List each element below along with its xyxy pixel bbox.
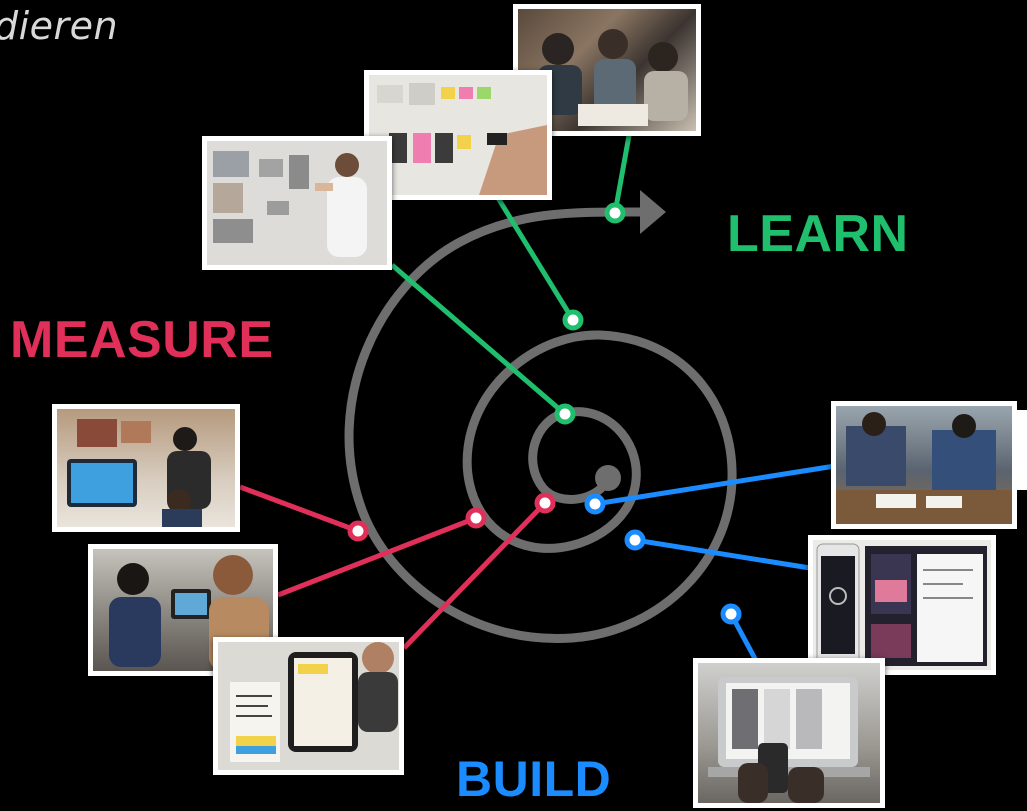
whiteboard-presenter-icon	[207, 141, 387, 265]
measure-photo-tablet-test	[88, 544, 278, 676]
build-photo-app-mockup	[808, 535, 996, 675]
offscreen-photo-edge	[1017, 410, 1027, 490]
learn-connectors	[390, 129, 633, 425]
build-node-3	[720, 603, 742, 625]
measure-node-2	[465, 507, 487, 529]
learn-connector-1	[612, 129, 633, 214]
paper-prototype-tablet-icon	[218, 642, 399, 770]
sketching-team-icon	[836, 406, 1012, 524]
learn-node-3	[554, 403, 576, 425]
build-photo-sketching-team	[831, 401, 1017, 529]
measure-photo-paper-prototype	[213, 637, 404, 775]
spiral-path	[344, 207, 737, 643]
user-test-desktop-icon	[57, 409, 235, 527]
measure-node-1	[347, 520, 369, 542]
measure-photo-desktop-test	[52, 404, 240, 532]
measure-label: MEASURE	[10, 311, 274, 369]
build-node-2	[624, 529, 646, 551]
measure-node-3	[534, 492, 556, 514]
build-photo-laptop-design	[693, 658, 885, 808]
learn-photo-whiteboard-notes	[364, 70, 552, 200]
learn-node-1	[604, 202, 626, 224]
build-connector-1	[594, 463, 836, 507]
build-connector-2	[634, 537, 811, 571]
build-node-1	[584, 493, 606, 515]
whiteboard-sticky-notes-icon	[369, 75, 547, 195]
learn-connector-3	[390, 263, 567, 416]
measure-connectors	[239, 484, 556, 650]
laptop-phone-design-icon	[698, 663, 880, 803]
learn-photo-whiteboard-presenter	[202, 136, 392, 270]
spiral-center-dot	[595, 465, 621, 491]
slide-title-partial: dieren	[0, 4, 119, 48]
learn-label: LEARN	[727, 205, 909, 263]
learn-connector-2	[487, 183, 576, 322]
spiral-arrowhead	[640, 190, 666, 234]
measure-connector-1	[239, 484, 359, 534]
learn-node-2	[562, 309, 584, 331]
measure-connector-3	[402, 501, 547, 650]
build-label: BUILD	[456, 751, 612, 807]
app-mockup-icon	[813, 540, 991, 670]
measure-connector-2	[277, 515, 477, 598]
build-connectors	[584, 463, 836, 670]
